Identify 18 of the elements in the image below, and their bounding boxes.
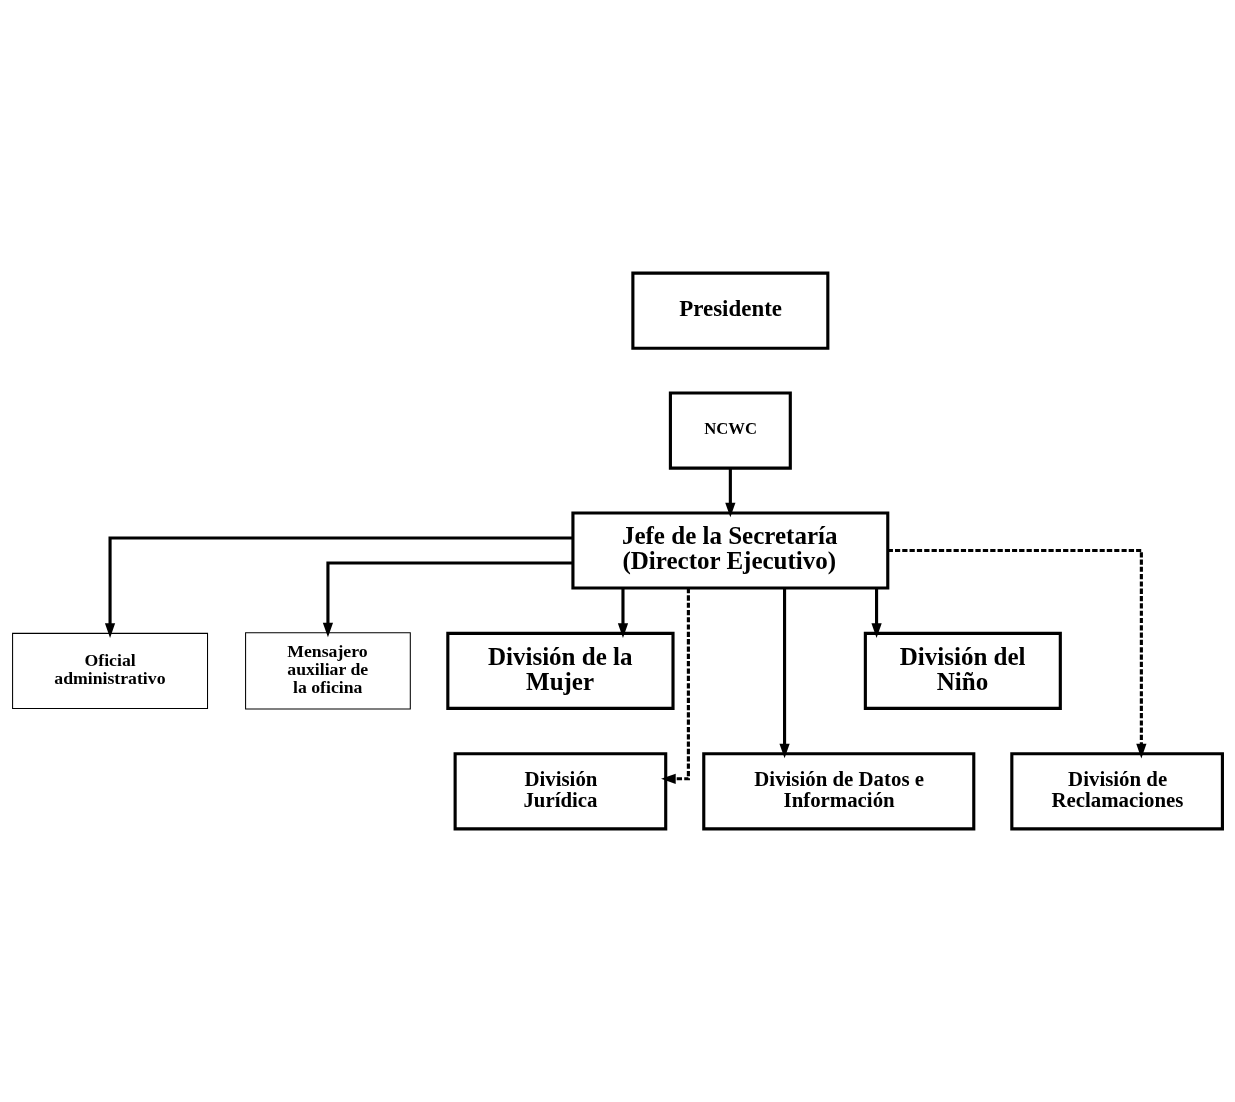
node-box: Oficial administrativo [12,632,209,709]
node-box: NCWC [668,391,792,470]
node-box: División de la Mujer [446,631,675,710]
arrow [104,536,573,638]
node-box: División de Datos e Información [702,752,976,831]
node-box: División del Niño [863,631,1062,710]
node-box: Mensajero auxiliar de la oficina [245,632,411,710]
node-box: Presidente [631,271,830,350]
node-box: Jefe de la Secretaría (Director Ejecutivo) [571,511,890,590]
arrow [661,588,690,784]
arrow [871,588,882,638]
node-box: División Jurídica [453,752,668,831]
arrow [725,468,736,518]
node-box: División de Reclamaciones [1010,752,1224,831]
arrow [322,561,573,638]
arrow [617,588,629,638]
arrow [887,548,1147,759]
arrow [779,588,790,759]
